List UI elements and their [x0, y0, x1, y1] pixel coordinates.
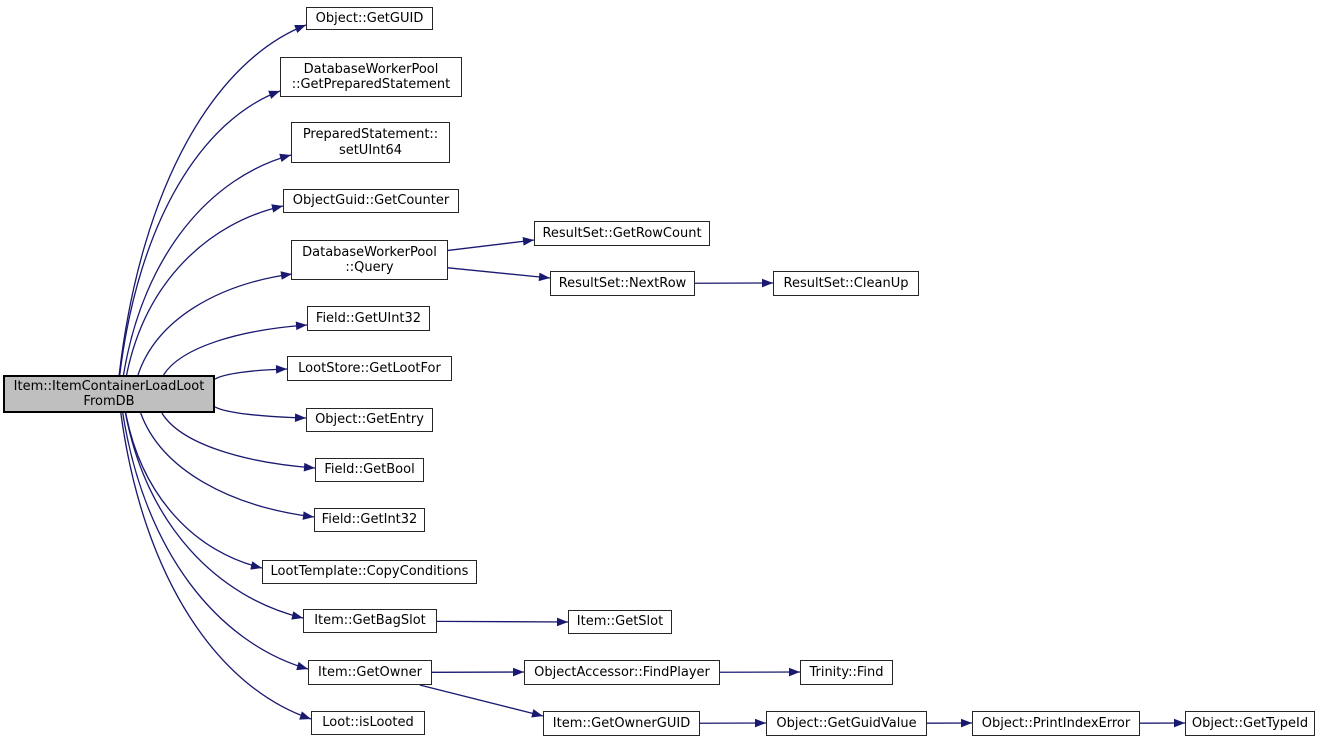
edge-getowner-getownerguid: [419, 684, 544, 717]
node-label-line: Item::ItemContainerLoadLoot: [13, 378, 205, 394]
edge-getbagslot-getslot: [436, 620, 569, 623]
arrowhead-main-getbool: [303, 462, 315, 472]
node-getowner[interactable]: Item::GetOwner: [308, 660, 432, 685]
node-setuint64[interactable]: PreparedStatement::setUInt64: [291, 122, 450, 163]
node-label-line: ResultSet::NextRow: [558, 275, 687, 291]
node-label-line: ResultSet::CleanUp: [783, 275, 909, 291]
edge-main-getentry: [214, 406, 307, 419]
node-copyconditions[interactable]: LootTemplate::CopyConditions: [262, 560, 477, 584]
node-getguid[interactable]: Object::GetGUID: [306, 7, 433, 30]
node-getlootfor[interactable]: LootStore::GetLootFor: [287, 356, 452, 381]
node-findplayer[interactable]: ObjectAccessor::FindPlayer: [524, 660, 720, 685]
node-label-line: ::Query: [345, 260, 394, 275]
node-label-line: PreparedStatement::: [302, 127, 439, 142]
arrowhead-nextrow-cleanup: [761, 278, 773, 288]
node-label-line: Trinity::Find: [809, 664, 884, 680]
arrowhead-findplayer-trinityfind: [788, 667, 800, 677]
arrowhead-main-getguid: [294, 24, 306, 34]
node-gettypeid[interactable]: Object::GetTypeId: [1185, 711, 1315, 736]
node-query[interactable]: DatabaseWorkerPool::Query: [291, 240, 448, 280]
edge-main-getpreparedstatement: [119, 90, 281, 376]
edge-main-getint32: [140, 412, 315, 518]
node-getcounter[interactable]: ObjectGuid::GetCounter: [283, 189, 459, 213]
node-label-line: DatabaseWorkerPool: [302, 244, 437, 260]
node-label-line: LootStore::GetLootFor: [298, 360, 441, 376]
node-getguidvalue[interactable]: Object::GetGuidValue: [766, 711, 927, 736]
node-label-line: Object::GetGuidValue: [776, 715, 917, 731]
edge-query-nextrow: [447, 267, 551, 279]
node-label-line: setUInt64: [338, 142, 403, 158]
node-label-line: FromDB: [83, 394, 135, 409]
node-getuint32[interactable]: Field::GetUInt32: [307, 306, 430, 331]
node-label-line: DatabaseWorkerPool: [303, 61, 439, 77]
node-label-line: ::GetPreparedStatement: [291, 77, 451, 92]
arrowhead-main-getcounter: [271, 204, 283, 213]
node-getbool[interactable]: Field::GetBool: [315, 458, 424, 482]
node-label-line: Loot::isLooted: [322, 715, 414, 731]
arrowhead-main-getint32: [302, 511, 314, 520]
edge-main-getuint32: [162, 324, 308, 376]
node-label-line: Item::GetSlot: [576, 614, 664, 630]
edge-main-getbool: [161, 412, 316, 469]
arrowhead-getowner-findplayer: [512, 667, 524, 677]
node-trinityfind[interactable]: Trinity::Find: [800, 660, 893, 685]
node-getpreparedstatement[interactable]: DatabaseWorkerPool::GetPreparedStatement: [280, 57, 462, 97]
arrowhead-main-islooted: [299, 711, 311, 720]
node-label-line: Item::GetBagSlot: [314, 613, 426, 629]
edge-main-islooted: [120, 412, 312, 720]
edge-main-getbagslot: [124, 412, 304, 619]
edge-main-getguid: [118, 24, 307, 376]
node-printindexerror[interactable]: Object::PrintIndexError: [972, 711, 1140, 736]
arrowhead-query-getrowcount: [522, 237, 534, 246]
arrowhead-printindexerror-gettypeid: [1173, 718, 1185, 728]
node-cleanup[interactable]: ResultSet::CleanUp: [773, 271, 919, 296]
node-nextrow[interactable]: ResultSet::NextRow: [550, 271, 695, 296]
node-label-line: Object::GetGUID: [315, 10, 424, 26]
arrowhead-getowner-getownerguid: [531, 709, 543, 718]
arrowhead-main-getowner: [296, 661, 308, 671]
node-getbagslot[interactable]: Item::GetBagSlot: [303, 609, 437, 633]
node-label-line: Field::GetInt32: [321, 512, 418, 528]
node-getint32[interactable]: Field::GetInt32: [314, 508, 425, 532]
edge-main-getowner: [122, 412, 309, 670]
node-label-line: Object::GetTypeId: [1191, 715, 1309, 731]
arrowhead-main-getpreparedstatement: [268, 90, 280, 99]
arrowhead-getbagslot-getslot: [556, 617, 568, 627]
node-getentry[interactable]: Object::GetEntry: [306, 408, 433, 432]
arrowhead-main-query: [280, 271, 292, 280]
edge-main-query: [137, 273, 293, 376]
arrowhead-query-nextrow: [538, 272, 550, 282]
node-label-line: Item::GetOwner: [318, 664, 422, 680]
node-label-line: Item::GetOwnerGUID: [552, 715, 691, 731]
node-label-line: LootTemplate::CopyConditions: [270, 564, 469, 580]
node-getownerguid[interactable]: Item::GetOwnerGUID: [543, 711, 700, 736]
node-getrowcount[interactable]: ResultSet::GetRowCount: [534, 221, 710, 246]
edge-query-getrowcount: [447, 239, 535, 252]
arrowhead-main-getuint32: [295, 321, 307, 331]
node-label-line: ObjectAccessor::FindPlayer: [534, 664, 710, 680]
arrowhead-main-getentry: [294, 413, 306, 423]
arrowhead-main-getbagslot: [291, 611, 303, 620]
arrowhead-getguidvalue-printindexerror: [960, 718, 972, 728]
edge-main-getcounter: [125, 205, 284, 376]
edge-main-copyconditions: [125, 412, 263, 569]
arrowhead-getownerguid-getguidvalue: [754, 718, 766, 728]
node-label-line: Field::GetBool: [324, 462, 415, 478]
arrowhead-main-copyconditions: [250, 561, 262, 570]
node-label-line: ResultSet::GetRowCount: [542, 225, 702, 241]
node-label-line: Field::GetUInt32: [315, 310, 422, 326]
node-label-line: ObjectGuid::GetCounter: [292, 193, 450, 209]
node-label-line: Object::GetEntry: [315, 412, 424, 428]
edge-main-setuint64: [122, 154, 292, 376]
node-label-line: Object::PrintIndexError: [981, 715, 1131, 731]
arrowhead-main-getlootfor: [275, 365, 287, 374]
node-islooted[interactable]: Loot::isLooted: [311, 711, 425, 735]
arrowhead-main-setuint64: [279, 153, 291, 163]
node-getslot[interactable]: Item::GetSlot: [568, 610, 672, 634]
